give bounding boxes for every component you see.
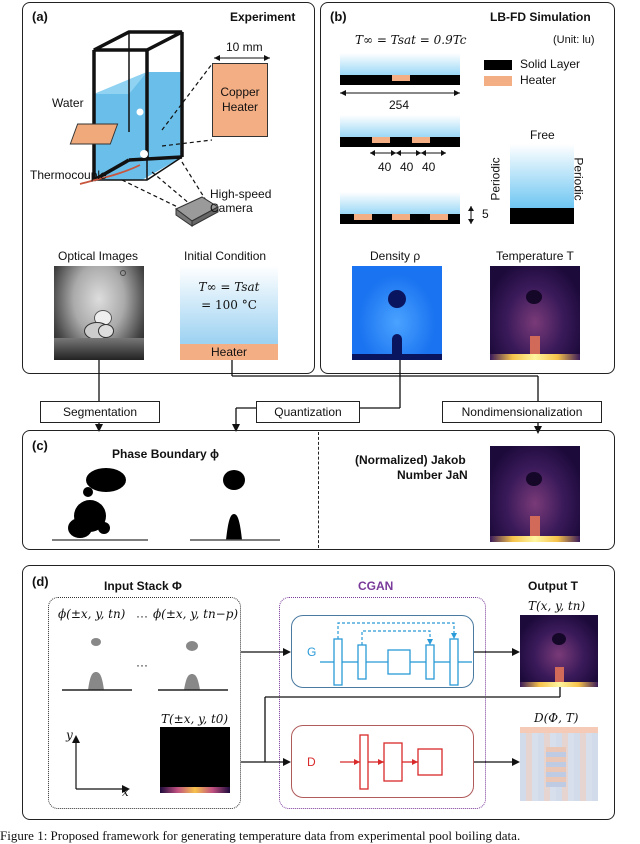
panel-d-connectors <box>241 648 561 766</box>
temperature-field-image <box>490 266 580 360</box>
output-title: Output T <box>528 579 578 593</box>
thermocouple-label: Thermocouple <box>30 168 107 182</box>
panel-d-cgan <box>22 565 615 820</box>
temperature-label: Temperature T <box>496 249 574 263</box>
optical-image <box>54 266 144 360</box>
panel-d-label: (d) <box>32 574 49 589</box>
free-label: Free <box>530 128 555 142</box>
panel-c-label: (c) <box>32 438 48 453</box>
quantization-box: Quantization <box>256 401 360 423</box>
panel-b-label: (b) <box>330 9 347 24</box>
thermocouple-wire <box>79 164 141 185</box>
jakob-title-2: Number JaN <box>397 468 468 482</box>
generator-box <box>291 615 474 688</box>
discriminator-box <box>291 725 474 798</box>
copper-heater-box: Copper Heater <box>212 63 268 137</box>
output-t-label: T(x, y, tn) <box>528 599 586 613</box>
legend-heater-label: Heater <box>520 73 557 87</box>
initial-condition-image: T∞ = Tsat = 100 °C Heater <box>180 266 278 360</box>
phi-tn-label: ϕ(±x, y, tn) <box>58 607 126 621</box>
axis-y-label: y <box>66 728 73 742</box>
bubble-lower <box>140 150 148 158</box>
dots-mid: ··· <box>136 658 148 672</box>
domain-strip-1 <box>340 53 460 85</box>
initial-heater-label: Heater <box>210 345 248 359</box>
apparatus-drawing <box>69 30 270 215</box>
optical-images-label: Optical Images <box>58 249 139 263</box>
phi-tnp-label: ϕ(±x, y, tn−p) <box>153 607 239 621</box>
phi-image-1 <box>62 638 132 691</box>
jakob-number-image <box>490 446 580 542</box>
t0-image <box>160 727 230 793</box>
domain-strip-2 <box>340 115 460 147</box>
generator-unet-diagram <box>320 622 472 686</box>
dots-top: ··· <box>136 609 148 623</box>
cgan-title: CGAN <box>358 579 394 593</box>
jakob-title-1: (Normalized) Jakob <box>355 453 466 467</box>
domain-strip-3 <box>340 192 460 224</box>
phase-image-simulation <box>190 470 280 541</box>
nondimensionalization-box: Nondimensionalization <box>442 401 602 423</box>
density-label: Density ρ <box>370 249 421 263</box>
spacing-arrows <box>370 150 446 156</box>
height-arrow <box>468 206 474 224</box>
camera-label: High-speed Camera <box>210 187 272 215</box>
water-volume <box>94 72 182 180</box>
xy-axes <box>72 735 130 793</box>
camera-icon <box>175 196 219 227</box>
cgan-box <box>279 597 486 809</box>
periodic-right-label: Periodic <box>571 157 586 201</box>
heater-block <box>392 75 410 81</box>
phase-image-experiment <box>52 468 148 541</box>
discriminator-output-image <box>520 727 598 801</box>
panel-a-title: Experiment <box>230 10 296 24</box>
spacing-value-1: 40 <box>378 160 392 174</box>
legend-solid-label: Solid Layer <box>520 57 581 71</box>
panel-c-divider <box>318 432 319 548</box>
unit-label: (Unit: lu) <box>553 34 595 46</box>
water-label: Water <box>52 96 84 110</box>
legend-solid-swatch <box>484 60 512 70</box>
panel-a-label: (a) <box>32 9 48 24</box>
dimension-label: 10 mm <box>226 40 263 54</box>
boundary-domain <box>510 144 574 224</box>
initial-condition-label: Initial Condition <box>184 249 267 263</box>
output-d-label: D(Φ, T) <box>534 711 579 725</box>
t0-label: T(±x, y, t0) <box>161 712 229 726</box>
periodic-left-label: Periodic <box>488 157 503 201</box>
input-stack-title: Input Stack Φ <box>104 579 182 593</box>
spacing-value-3: 40 <box>422 160 436 174</box>
panel-a-experiment <box>22 2 315 374</box>
initial-eq-1: T∞ = Tsat <box>198 280 260 294</box>
initial-eq-2: = 100 °C <box>201 298 257 312</box>
condition-label: T∞ = Tsat = 0.9Tc <box>355 33 467 47</box>
phi-image-2 <box>158 641 228 691</box>
phase-boundary-title: Phase Boundary ϕ <box>112 447 220 461</box>
figure-caption: Figure 1: Proposed framework for generat… <box>0 828 521 843</box>
panel-b-title: LB-FD Simulation <box>490 10 591 24</box>
generator-label: G <box>307 645 317 659</box>
bubble-upper <box>136 108 144 116</box>
spacing-value-2: 40 <box>400 160 414 174</box>
initial-heater-bar: Heater <box>180 344 278 360</box>
input-stack-box <box>48 597 241 809</box>
axis-x-label: x <box>122 785 129 799</box>
discriminator-label: D <box>307 755 316 769</box>
width-arrow <box>340 90 460 96</box>
width-value: 254 <box>389 98 410 112</box>
density-field-image <box>352 266 442 360</box>
discriminator-diagram <box>340 734 443 790</box>
copper-heater-label: Copper Heater <box>220 85 260 114</box>
height-value: 5 <box>482 207 489 221</box>
output-temperature-image <box>520 615 598 687</box>
flow-connectors <box>95 360 542 434</box>
panel-c-phase-jakob <box>22 430 615 550</box>
segmentation-box: Segmentation <box>40 401 160 423</box>
panel-b-simulation <box>320 2 615 374</box>
legend-heater-swatch <box>484 76 512 86</box>
